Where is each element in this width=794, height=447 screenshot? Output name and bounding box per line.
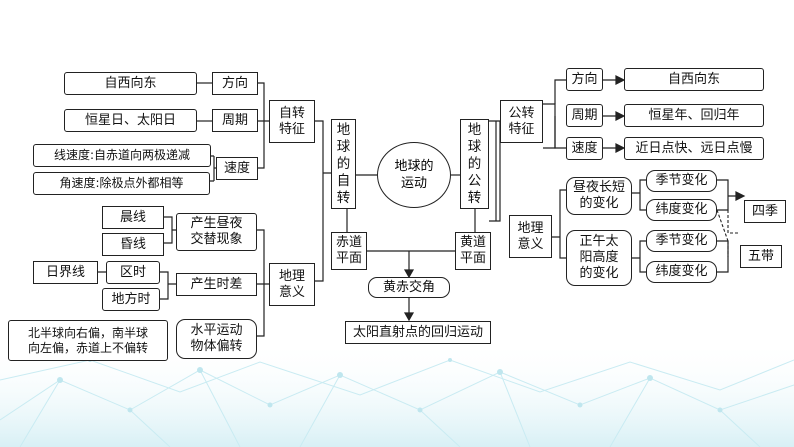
revolution-period-value: 恒星年、回归年 [624, 104, 764, 127]
revolution-direction-label: 方向 [566, 68, 603, 91]
subsolar-point-migration: 太阳直射点的回归运动 [345, 321, 491, 344]
rotation-period-label: 周期 [212, 109, 258, 132]
five-zones: 五带 [740, 245, 782, 268]
time-difference: 产生时差 [176, 273, 257, 296]
zone-time: 区时 [106, 261, 160, 284]
rotation-linear-speed: 线速度:自赤道向两极递减 [33, 144, 211, 167]
ecliptic-plane: 黄道 平面 [455, 232, 491, 270]
revolution-speed-value: 近日点快、远日点慢 [624, 137, 764, 160]
daylength-season-change: 季节变化 [646, 170, 717, 192]
earth-rotation-title: 地 球 的 自 转 [331, 119, 356, 209]
dusk-line: 昏线 [102, 233, 164, 256]
horizontal-deflection: 水平运动 物体偏转 [176, 319, 257, 359]
rotation-speed-label: 速度 [216, 157, 258, 180]
dawn-line: 晨线 [102, 206, 164, 229]
revolution-meaning-title: 地理 意义 [509, 215, 552, 258]
earth-revolution-title: 地 球 的 公 转 [460, 119, 489, 209]
noon-latitude-change: 纬度变化 [646, 261, 717, 283]
rotation-period-value: 恒星日、太阳日 [64, 109, 197, 132]
day-night-alternation: 产生昼夜 交替现象 [176, 213, 257, 251]
rotation-direction-value: 自西向东 [64, 72, 197, 95]
rotation-features-title: 自转 特征 [269, 100, 315, 143]
rotation-angular-speed: 角速度:除极点外都相等 [33, 172, 210, 195]
equatorial-plane: 赤道 平面 [331, 232, 367, 270]
rotation-meaning-title: 地理 意义 [269, 263, 315, 306]
revolution-speed-label: 速度 [566, 137, 603, 160]
revolution-features-title: 公转 特征 [500, 100, 543, 143]
earth-motion-center: 地球的 运动 [377, 142, 451, 208]
revolution-period-label: 周期 [566, 104, 603, 127]
revolution-direction-value: 自西向东 [624, 68, 764, 91]
noon-sun-altitude-change: 正午太 阳高度 的变化 [566, 230, 632, 286]
day-length-change: 昼夜长短 的变化 [566, 177, 632, 215]
date-line: 日界线 [33, 261, 98, 284]
obliquity-of-ecliptic: 黄赤交角 [368, 277, 450, 298]
rotation-direction-label: 方向 [212, 72, 258, 95]
deflection-rule: 北半球向右偏，南半球 向左偏，赤道上不偏转 [8, 320, 168, 361]
noon-season-change: 季节变化 [646, 230, 717, 252]
four-seasons: 四季 [744, 200, 786, 223]
daylength-latitude-change: 纬度变化 [646, 199, 717, 221]
local-time: 地方时 [102, 288, 160, 311]
